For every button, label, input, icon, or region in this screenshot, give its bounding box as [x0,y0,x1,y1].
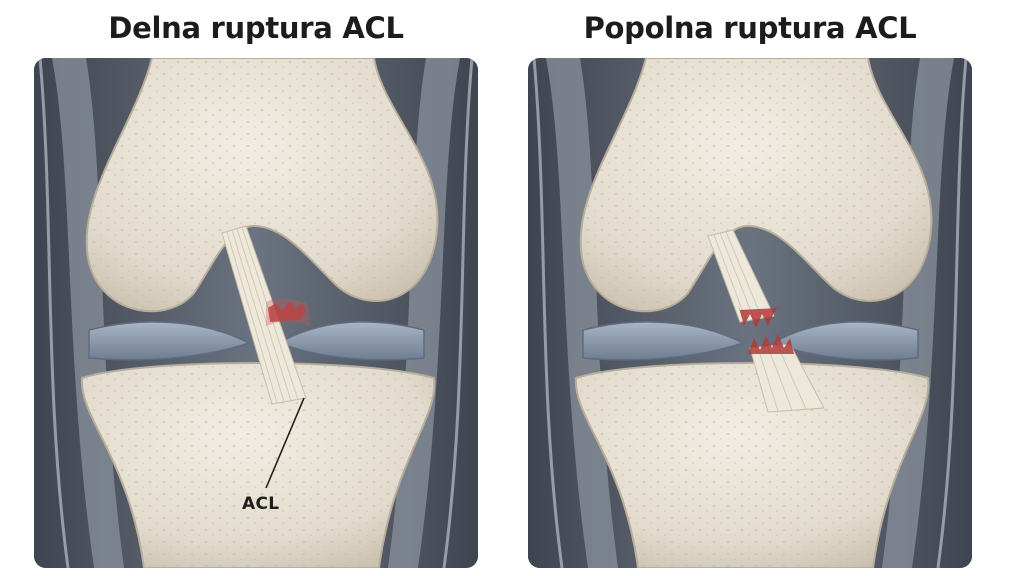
acl-lower-stump [748,334,825,413]
knee-illustration-complete [528,58,972,568]
title-partial-tear: Delna ruptura ACL [108,11,404,45]
tear-site [268,302,306,322]
acl-leader-line [265,397,305,489]
femur-bone [85,58,439,313]
meniscus-lateral [771,321,919,361]
tear-site-upper [738,304,778,328]
tibia-bone [574,362,930,568]
knee-illustration-partial [34,58,478,568]
title-complete-tear: Popolna ruptura ACL [583,11,917,45]
femur-bone [579,58,933,313]
tibia-bone [80,362,436,568]
meniscus-medial [582,321,745,361]
panel-partial-tear: ACL [34,58,478,568]
tear-site-lower [748,334,794,354]
panel-complete-tear [528,58,972,568]
acl-upper-stump [707,229,778,328]
meniscus-medial [88,321,251,361]
acl-label: ACL [242,494,280,514]
acl-ligament-partial [221,225,310,405]
